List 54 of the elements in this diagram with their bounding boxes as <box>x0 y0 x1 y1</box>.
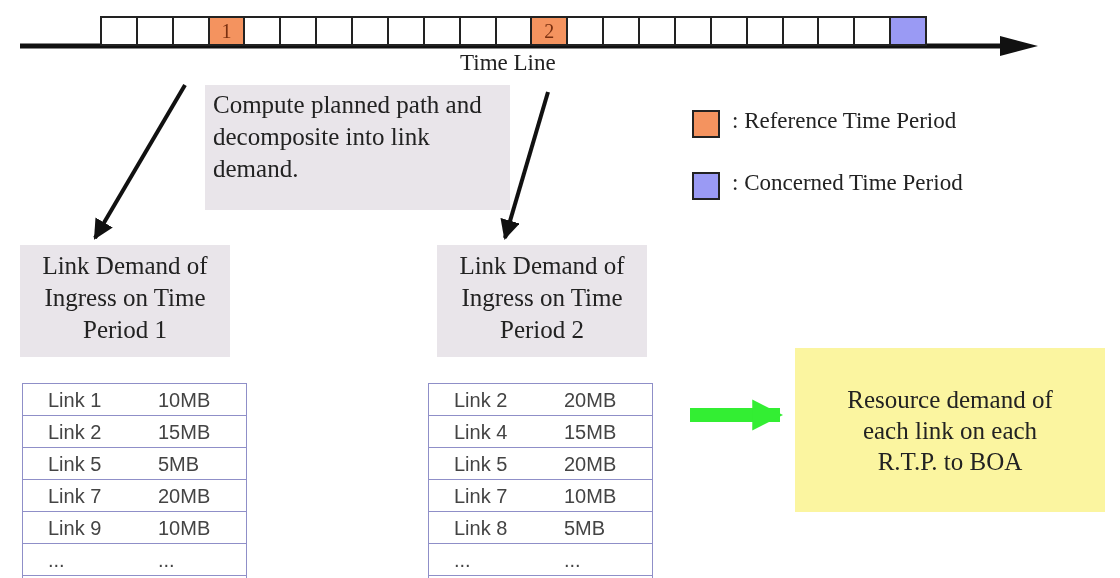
table-heading: Link Demand of Ingress on Time Period 1 <box>20 245 230 357</box>
time-period-cell <box>135 16 174 46</box>
table-cell-text: Link 4 <box>454 420 508 445</box>
table-cell-text: Link 5 <box>454 452 508 477</box>
time-period-cell <box>171 16 210 46</box>
note-box: Compute planned path and decomposite into link demand. <box>205 85 510 210</box>
time-period-cell: 2 <box>530 16 569 46</box>
table-cell-text: ... <box>158 548 175 573</box>
table-cell-text: Link 7 <box>48 484 102 509</box>
table-cell-text: ... <box>564 548 581 573</box>
time-period-cell <box>638 16 676 46</box>
time-period-cell <box>386 16 425 46</box>
table-cell-text: 10MB <box>158 516 211 541</box>
table-cell-text: 10MB <box>158 388 211 413</box>
time-period-cell <box>351 16 389 46</box>
time-period-cell <box>602 16 641 46</box>
time-period-cell <box>458 16 497 46</box>
table-cell-text: 15MB <box>158 420 211 445</box>
time-period-cell <box>817 16 856 46</box>
table-cell-text: 5MB <box>564 516 606 541</box>
time-period-cell <box>422 16 461 46</box>
result-box: Resource demand of each link on each R.T.P. to BOA <box>795 348 1105 512</box>
table-cell-text: Link 7 <box>454 484 508 509</box>
time-period-cell <box>889 16 927 46</box>
axis-label: Time Line <box>460 50 556 76</box>
table-cell-text: 20MB <box>158 484 211 509</box>
time-period-cell <box>279 16 318 46</box>
legend-text: : Concerned Time Period <box>732 170 963 196</box>
time-period-cell <box>853 16 892 46</box>
table-cell-text: 5MB <box>158 452 200 477</box>
legend-text: : Reference Time Period <box>732 108 957 134</box>
arrow <box>690 399 784 431</box>
time-period-cell <box>745 16 784 46</box>
table-cell-text: Link 2 <box>48 420 102 445</box>
table-cell-text: ... <box>454 548 471 573</box>
table-cell-text: 15MB <box>564 420 617 445</box>
table-cell-text: 20MB <box>564 388 617 413</box>
time-period-cell <box>673 16 712 46</box>
table-cell-text: Link 8 <box>454 516 508 541</box>
time-period-cell <box>243 16 282 46</box>
arrow <box>93 84 187 240</box>
table-cell-text: Link 1 <box>48 388 102 413</box>
table-cell-text: Link 5 <box>48 452 102 477</box>
arrow <box>500 91 550 240</box>
time-period-cell <box>100 16 138 46</box>
time-period-cell <box>709 16 748 46</box>
time-period-cell <box>566 16 605 46</box>
table-cell-text: 10MB <box>564 484 617 509</box>
table-cell-text: 20MB <box>564 452 617 477</box>
table-cell-text: Link 2 <box>454 388 508 413</box>
table-heading: Link Demand of Ingress on Time Period 2 <box>437 245 647 357</box>
table-cell-text: ... <box>48 548 65 573</box>
time-period-cell <box>315 16 354 46</box>
table-cell-text: Link 9 <box>48 516 102 541</box>
